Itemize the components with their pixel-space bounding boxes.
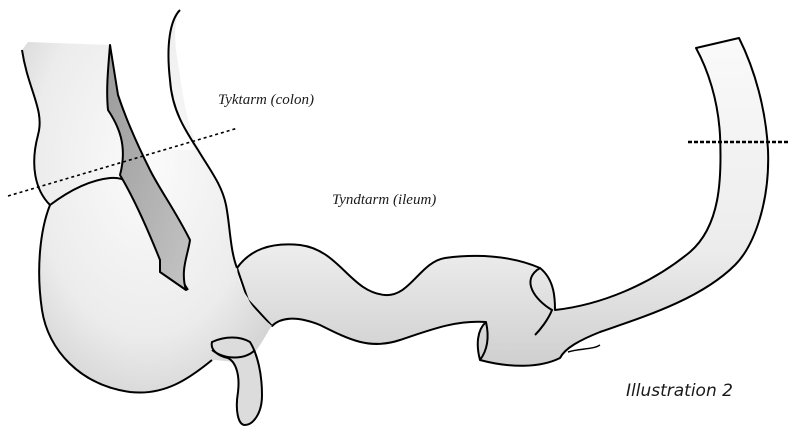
- ileum-label: Tyndtarm (ileum): [332, 192, 436, 209]
- ileum-tube: [237, 38, 768, 366]
- colon-label: Tyktarm (colon): [218, 92, 314, 109]
- figure-caption: Illustration 2: [626, 381, 733, 401]
